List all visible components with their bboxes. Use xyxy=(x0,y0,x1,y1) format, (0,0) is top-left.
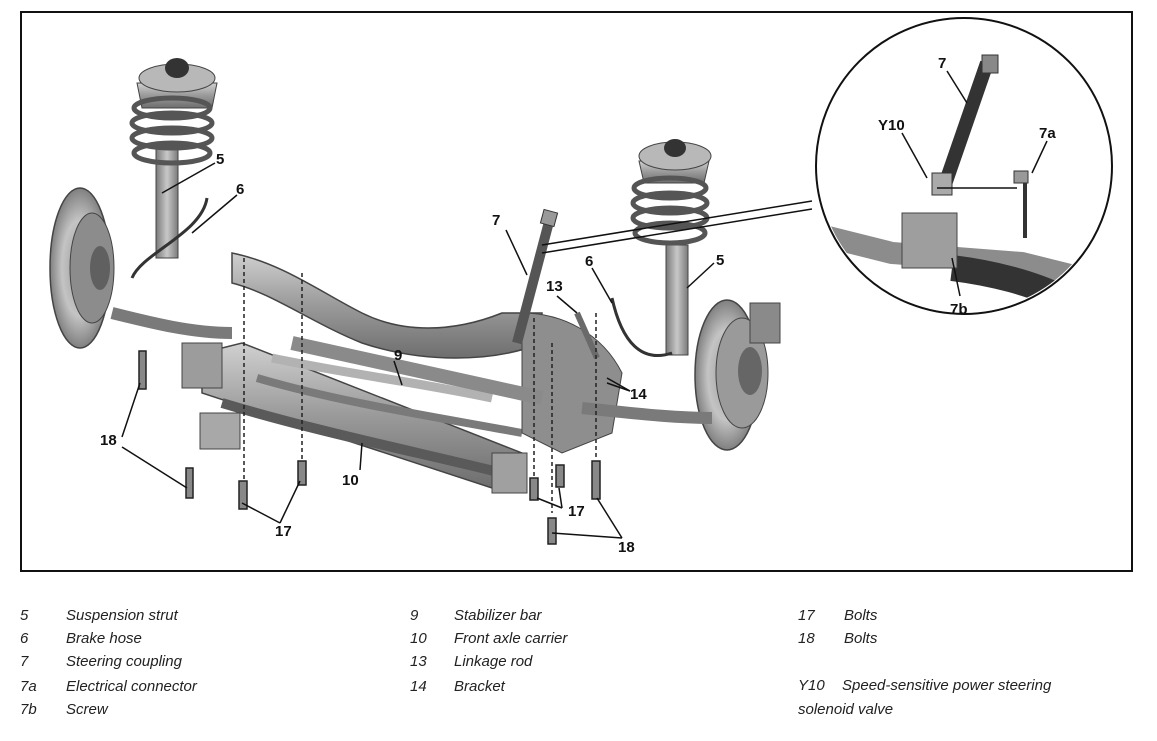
left-suspension-strut xyxy=(129,58,218,259)
callout-7a: 7a xyxy=(1039,125,1056,142)
callout-6-right: 6 xyxy=(585,253,593,270)
legend-number: 18 xyxy=(798,630,815,647)
right-brake-hose xyxy=(610,297,673,358)
legend-description: Brake hose xyxy=(66,630,142,647)
callout-18-right: 18 xyxy=(618,539,635,556)
callout-17-right: 17 xyxy=(568,503,585,520)
diagram-frame: 5 6 7 6 5 13 9 14 18 10 17 17 18 7 Y10 7… xyxy=(20,11,1133,572)
callout-14: 14 xyxy=(630,386,647,403)
callout-6-left: 6 xyxy=(236,181,244,198)
callout-10: 10 xyxy=(342,472,359,489)
legend-number: 7b xyxy=(20,701,37,718)
callout-5-left: 5 xyxy=(216,151,224,168)
legend-description: Linkage rod xyxy=(454,653,533,670)
callout-5-right: 5 xyxy=(716,252,724,269)
left-brake-disc xyxy=(49,187,115,349)
callout-7b: 7b xyxy=(950,301,968,318)
legend-description: Electrical connector xyxy=(66,678,197,695)
legend-description: Speed-sensitive power steering xyxy=(842,677,1052,694)
callout-17-left: 17 xyxy=(275,523,292,540)
right-suspension-strut xyxy=(630,139,712,356)
legend-number: 14 xyxy=(410,678,427,695)
stabilizer-bar xyxy=(271,353,493,403)
callout-18-left: 18 xyxy=(100,432,117,449)
legend-description: Steering coupling xyxy=(66,653,182,670)
legend-number: 7a xyxy=(20,678,37,695)
linkage-rod xyxy=(574,311,600,360)
legend-number: 13 xyxy=(410,653,427,670)
legend-number: 10 xyxy=(410,630,427,647)
leader-lines xyxy=(121,162,813,539)
front-axle-carrier xyxy=(110,252,713,494)
steering-coupling xyxy=(512,216,555,345)
callout-7-inset: 7 xyxy=(938,55,946,72)
callout-9: 9 xyxy=(394,347,402,364)
legend-number: 17 xyxy=(798,607,815,624)
callout-y10: Y10 xyxy=(878,117,905,134)
legend-description: Bolts xyxy=(844,630,878,647)
callout-7: 7 xyxy=(492,212,500,229)
detail-inset xyxy=(815,17,1113,315)
legend-description: solenoid valve xyxy=(798,701,894,718)
legend-description: Screw xyxy=(66,701,108,718)
legend-number: 5 xyxy=(20,607,29,624)
callout-13: 13 xyxy=(546,278,563,295)
legend-description: Bracket xyxy=(454,678,505,695)
legend-number: 6 xyxy=(20,630,29,647)
right-brake-disc xyxy=(694,299,781,451)
steering-rack xyxy=(290,336,544,405)
legend-number: 7 xyxy=(20,653,29,670)
legend-description: Stabilizer bar xyxy=(454,607,542,624)
legend-description: Bolts xyxy=(844,607,878,624)
legend-description: Suspension strut xyxy=(66,607,178,624)
front-axle-illustration: 5 6 7 6 5 13 9 14 18 10 17 17 18 7 Y10 7… xyxy=(49,17,1113,556)
legend-number: 9 xyxy=(410,607,419,624)
left-brake-hose xyxy=(130,197,209,279)
legend-description: Front axle carrier xyxy=(454,630,568,647)
legend-number: Y10 xyxy=(798,677,825,694)
bolts xyxy=(138,258,601,545)
